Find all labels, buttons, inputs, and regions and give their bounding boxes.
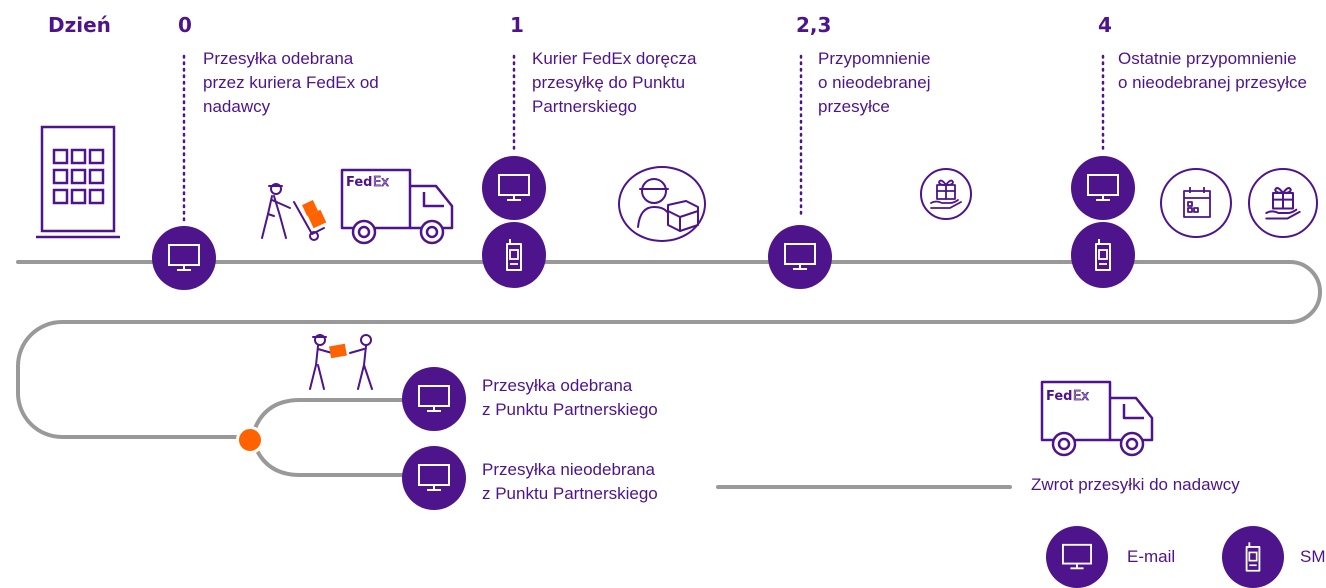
day-23-email-node bbox=[768, 225, 832, 289]
day-23-line-1: Przypomnienie bbox=[818, 49, 931, 68]
monitor-icon bbox=[498, 174, 530, 201]
monitor-icon bbox=[1087, 174, 1119, 201]
day-23-line-3: przesyłce bbox=[818, 97, 890, 116]
return-to-sender-text: Zwrot przesyłki do nadawcy bbox=[1031, 475, 1240, 494]
day-1-line-2: przesyłkę do Punktu bbox=[532, 73, 686, 92]
day-23-description: Przypomnienie o nieodebranej przesyłce bbox=[818, 47, 930, 119]
not-picked-up-line-1: Przesyłka nieodebrana bbox=[482, 460, 655, 479]
monitor-icon bbox=[1062, 543, 1092, 570]
legend-email-icon bbox=[1046, 526, 1108, 588]
day-4-line-2: o nieodebranej przesyłce bbox=[1118, 73, 1308, 92]
day-0-line-3: nadawcy bbox=[203, 97, 271, 116]
fedex-truck-icon-return: Fed Ex bbox=[1040, 380, 1154, 457]
day-4-email-node bbox=[1071, 156, 1135, 220]
fedex-truck-icon-top: Fed Ex bbox=[340, 168, 454, 245]
courier-hand-truck-icon bbox=[261, 183, 327, 241]
monitor-icon bbox=[418, 464, 450, 491]
picked-up-line-2: z Punktu Partnerskiego bbox=[482, 400, 658, 419]
truck-top-logo-ex: Ex bbox=[373, 175, 389, 190]
calendar-icon bbox=[1160, 168, 1232, 238]
day-1-line-1: Kurier FedEx doręcza bbox=[532, 49, 697, 68]
partner-point-courier-icon bbox=[618, 166, 706, 242]
legend-email-label: E-mail bbox=[1127, 547, 1176, 566]
monitor-icon bbox=[168, 244, 200, 271]
day-0-line-2: przez kuriera FedEx od bbox=[203, 73, 379, 92]
day-4-description: Ostatnie przypomnienie o nieodebranej pr… bbox=[1118, 47, 1326, 95]
decision-point-dot bbox=[236, 426, 264, 454]
day-4-line-1: Ostatnie przypomnienie bbox=[1118, 49, 1297, 68]
legend-sms-label: SMS bbox=[1300, 547, 1326, 566]
day-1-sms-node bbox=[482, 222, 546, 288]
picked-up-description: Przesyłka odebrana z Punktu Partnerskieg… bbox=[482, 374, 658, 422]
monitor-icon bbox=[784, 243, 816, 270]
gift-hand-icon bbox=[920, 168, 972, 220]
phone-icon bbox=[506, 239, 522, 271]
truck-top-logo-fed: Fed bbox=[346, 175, 372, 190]
picked-up-line-1: Przesyłka odebrana bbox=[482, 376, 633, 395]
day-23-number: 2,3 bbox=[796, 13, 832, 37]
day-1-number: 1 bbox=[510, 13, 524, 37]
day-0-email-node bbox=[152, 226, 216, 290]
day-0-line-1: Przesyłka odebrana bbox=[203, 49, 354, 68]
legend-sms-icon bbox=[1222, 526, 1284, 588]
day-1-line-3: Partnerskiego bbox=[532, 97, 637, 116]
day-4-sms-node bbox=[1071, 222, 1135, 288]
truck-return-logo-fed: Fed bbox=[1046, 389, 1072, 404]
day-4-number: 4 bbox=[1098, 13, 1112, 37]
gift-hand-icon-day-4 bbox=[1248, 168, 1318, 238]
day-1-email-node bbox=[482, 156, 546, 220]
phone-icon bbox=[1245, 542, 1261, 572]
day-0-description: Przesyłka odebrana przez kuriera FedEx o… bbox=[203, 47, 379, 119]
phone-icon bbox=[1095, 239, 1111, 271]
day-0-number: 0 bbox=[178, 13, 192, 37]
day-23-line-2: o nieodebranej bbox=[818, 73, 931, 92]
truck-return-logo-ex: Ex bbox=[1073, 389, 1089, 404]
building-icon bbox=[36, 125, 120, 239]
day-word-label: Dzień bbox=[48, 13, 111, 37]
monitor-icon bbox=[418, 385, 450, 412]
day-1-description: Kurier FedEx doręcza przesyłkę do Punktu… bbox=[532, 47, 696, 119]
handover-people-icon bbox=[309, 334, 373, 390]
not-picked-up-email-node bbox=[402, 446, 466, 510]
not-picked-up-description: Przesyłka nieodebrana z Punktu Partnersk… bbox=[482, 458, 658, 506]
not-picked-up-line-2: z Punktu Partnerskiego bbox=[482, 484, 658, 503]
picked-up-email-node bbox=[402, 367, 466, 431]
